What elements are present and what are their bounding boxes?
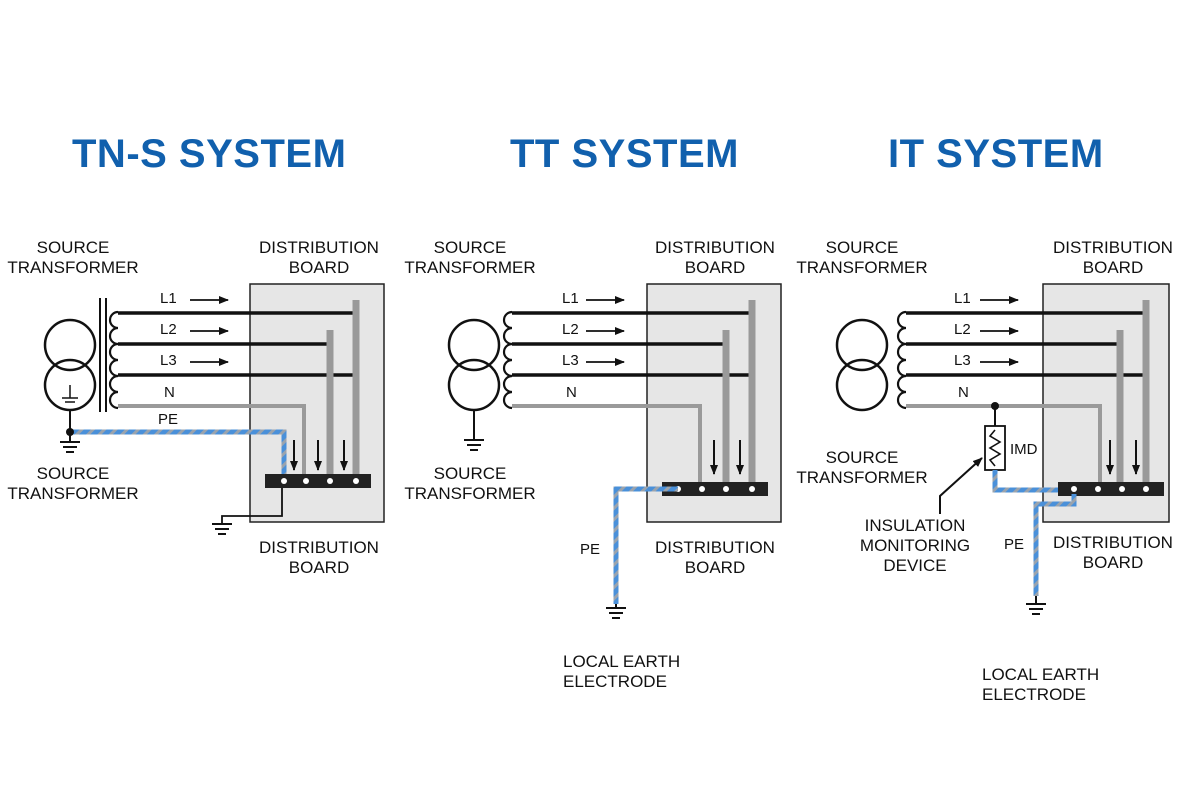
panel-2-tt (447, 283, 782, 619)
transformer-symbol-3 (835, 318, 889, 412)
panel-2-label-l1: L1 (562, 290, 579, 307)
panel-2-source-top: SOURCE TRANSFORMER (404, 238, 536, 277)
panel-1-label-n: N (164, 384, 175, 401)
panel-3-label-l1: L1 (954, 290, 971, 307)
panel-3-imd-description: INSULATION MONITORING DEVICE (859, 516, 971, 575)
panel-2-board-top: DISTRIBUTION BOARD (655, 238, 775, 277)
panel-3-title: IT SYSTEM (888, 132, 1104, 176)
imd-box (984, 425, 1006, 471)
busbar-1 (265, 474, 371, 488)
panel-1-label-l1: L1 (160, 290, 177, 307)
panel-2-source-bottom: SOURCE TRANSFORMER (404, 464, 536, 503)
panel-1-label-l3: L3 (160, 352, 177, 369)
transformer-coil-1 (108, 310, 119, 410)
panel-2-title: TT SYSTEM (510, 132, 739, 176)
transformer-symbol-2 (447, 318, 501, 451)
panel-3-label-l3: L3 (954, 352, 971, 369)
panel-2-local-earth: LOCAL EARTH ELECTRODE (563, 652, 681, 691)
panel-3-label-imd: IMD (1010, 441, 1038, 458)
busbar-2 (662, 482, 768, 496)
panel-1-tns (43, 283, 385, 535)
panel-3-board-bottom: DISTRIBUTION BOARD (1053, 533, 1173, 572)
panel-1-label-l2: L2 (160, 321, 177, 338)
panel-3-label-n: N (958, 384, 969, 401)
panel-3-source-bottom: SOURCE TRANSFORMER (796, 448, 928, 487)
panel-1-board-bottom: DISTRIBUTION BOARD (259, 538, 379, 577)
panel-3-board-top: DISTRIBUTION BOARD (1053, 238, 1173, 277)
panel-2-label-l2: L2 (562, 321, 579, 338)
panel-1-source-bottom: SOURCE TRANSFORMER (7, 464, 139, 503)
transformer-coil-2 (502, 310, 513, 410)
panel-1-label-pe: PE (158, 411, 179, 428)
panel-3-it (835, 283, 1170, 615)
panel-3-label-pe: PE (1004, 536, 1025, 553)
panel-2-label-l3: L3 (562, 352, 579, 369)
transformer-symbol-1 (43, 298, 107, 412)
panel-3-source-top: SOURCE TRANSFORMER (796, 238, 928, 277)
panel-3-label-l2: L2 (954, 321, 971, 338)
transformer-coil-3 (896, 310, 907, 410)
panel-1-title: TN-S SYSTEM (72, 132, 347, 176)
panel-1-source-top: SOURCE TRANSFORMER (7, 238, 139, 277)
panel-1-board-top: DISTRIBUTION BOARD (259, 238, 379, 277)
panel-3-local-earth: LOCAL EARTH ELECTRODE (982, 665, 1100, 704)
panel-2-board-bottom: DISTRIBUTION BOARD (655, 538, 775, 577)
busbar-3 (1058, 482, 1164, 496)
panel-2-label-pe: PE (580, 541, 601, 558)
panel-2-label-n: N (566, 384, 577, 401)
